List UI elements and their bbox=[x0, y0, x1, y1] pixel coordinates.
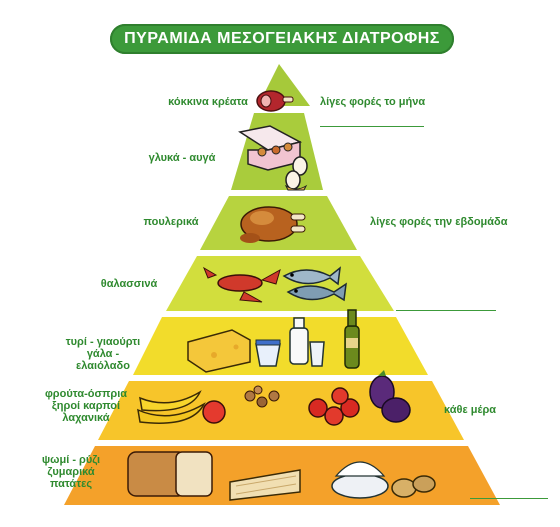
ham-icon bbox=[256, 90, 294, 112]
blank-line-level-4 bbox=[396, 310, 496, 311]
fruit-vegetables-nuts-icon bbox=[137, 370, 411, 426]
level-4-left-label: θαλασσινά bbox=[100, 278, 158, 290]
tier-4 bbox=[166, 256, 394, 311]
lobster-fish-icon bbox=[202, 266, 347, 303]
page-title: ΠΥΡΑΜΙΔΑ ΜΕΣΟΓΕΙΑΚΗΣ ΔΙΑΤΡΟΦΗΣ bbox=[124, 30, 440, 47]
level-7-left-label: ψωμί - ρύζι ζυμαρικά πατάτες bbox=[41, 454, 101, 490]
bread-pasta-rice-icon bbox=[127, 451, 436, 501]
level-6-right-label: κάθε μέρα bbox=[444, 404, 497, 416]
level-1-left-label: κόκκινα κρέατα bbox=[168, 96, 248, 108]
level-5-left-label: τυρί - γιαούρτι γάλα - ελαιόλαδο bbox=[65, 336, 141, 372]
level-1-right-label: λίγες φορές το μήνα bbox=[320, 96, 426, 108]
level-6-left-label: φρούτα-όσπρια ξηροί καρποί λαχανικά bbox=[44, 388, 128, 424]
blank-line-level-2 bbox=[320, 126, 424, 127]
level-2-left-label: γλυκά - αυγά bbox=[148, 152, 216, 164]
blank-line-level-7 bbox=[470, 498, 548, 499]
roast-chicken-icon bbox=[240, 206, 306, 243]
title-banner: ΠΥΡΑΜΙΔΑ ΜΕΣΟΓΕΙΑΚΗΣ ΔΙΑΤΡΟΦΗΣ bbox=[110, 24, 454, 54]
level-3-left-label: πουλερικά bbox=[143, 216, 199, 228]
level-3-right-label: λίγες φορές την εβδομάδα bbox=[370, 216, 508, 228]
sweets-eggs-icon bbox=[238, 125, 308, 191]
tier-5 bbox=[133, 317, 428, 375]
cheese-milk-oil-icon bbox=[187, 309, 360, 373]
